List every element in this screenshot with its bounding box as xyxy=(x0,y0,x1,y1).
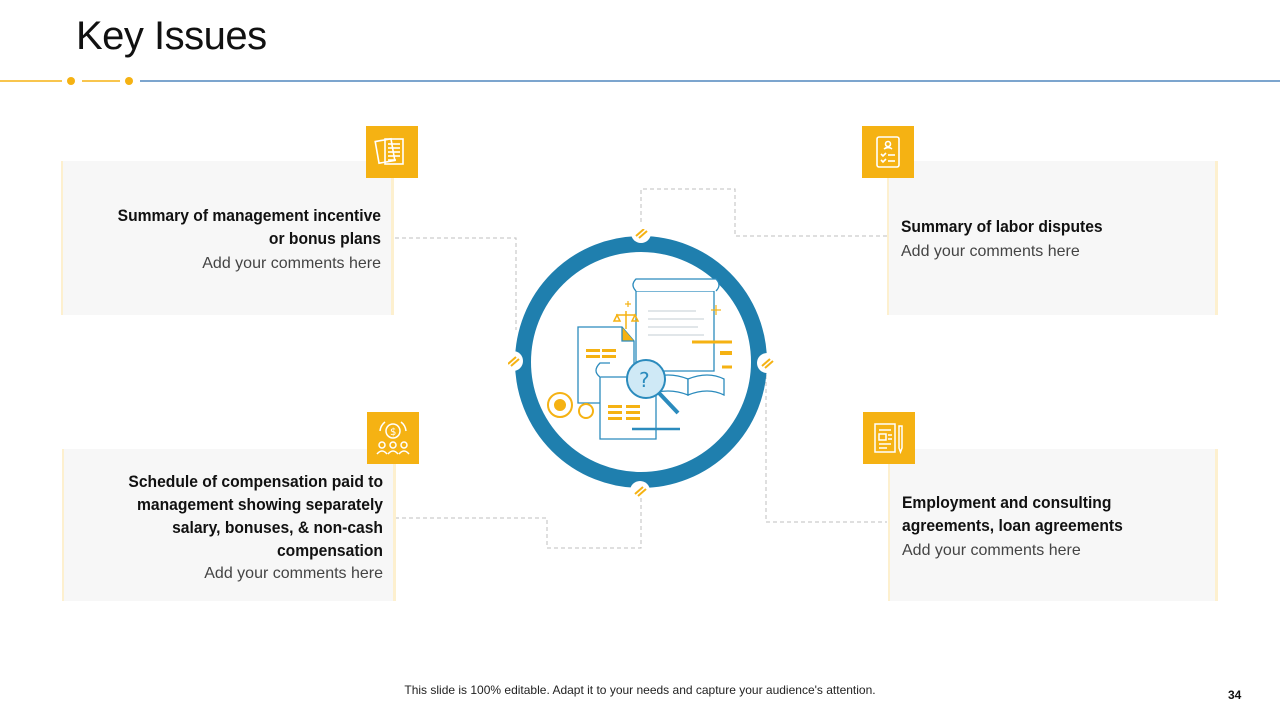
card-title-line: management showing separately xyxy=(137,495,383,514)
issue-card-management-incentive: Summary of management incentive or bonus… xyxy=(61,161,394,315)
card-title-line: compensation xyxy=(276,541,383,560)
legal-documents-magnifier-icon: ? xyxy=(508,229,776,497)
card-title-line: or bonus plans xyxy=(268,229,381,248)
svg-text:$: $ xyxy=(390,427,396,438)
card-title-line: Summary of labor disputes xyxy=(901,217,1103,236)
footer-note: This slide is 100% editable. Adapt it to… xyxy=(404,683,876,697)
contract-document-icon xyxy=(863,412,915,464)
card-title-line: Schedule of compensation paid to xyxy=(128,472,383,491)
page-number: 34 xyxy=(1228,688,1242,702)
issue-card-compensation-schedule: Schedule of compensation paid to managem… xyxy=(62,449,396,601)
card-title-line: Employment and consulting xyxy=(902,493,1112,512)
compensation-people-icon: $ xyxy=(367,412,419,464)
card-title-line: agreements, loan agreements xyxy=(902,516,1123,535)
slide-title: Key Issues xyxy=(76,14,267,58)
card-title-line: Summary of management incentive xyxy=(117,206,382,225)
checklist-clipboard-icon xyxy=(862,126,914,178)
issue-card-labor-disputes: Summary of labor disputes Add your comme… xyxy=(887,161,1218,315)
card-title: Schedule of compensation paid to managem… xyxy=(89,470,383,562)
card-title: Summary of labor disputes xyxy=(901,215,1177,238)
issue-card-employment-agreements: Employment and consulting agreements, lo… xyxy=(888,449,1218,601)
documents-icon xyxy=(366,126,418,178)
card-comment: Add your comments here xyxy=(202,255,381,272)
title-divider xyxy=(0,77,1280,85)
card-title: Summary of management incentive or bonus… xyxy=(87,204,381,250)
card-title: Employment and consulting agreements, lo… xyxy=(902,491,1178,537)
card-comment: Add your comments here xyxy=(204,565,383,582)
svg-text:?: ? xyxy=(639,368,650,392)
card-title-line: salary, bonuses, & non-cash xyxy=(172,518,383,537)
card-comment: Add your comments here xyxy=(901,243,1080,260)
card-comment: Add your comments here xyxy=(902,542,1081,559)
